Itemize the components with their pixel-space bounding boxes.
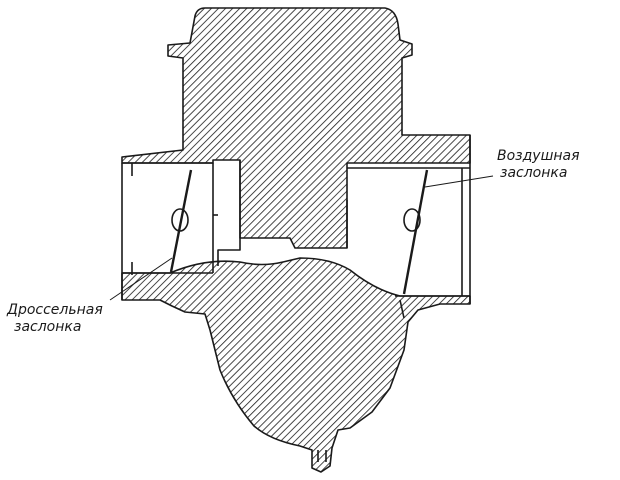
venturi-left-wall [217, 160, 241, 266]
upper-body [121, 7, 471, 249]
air-damper-plate [402, 169, 429, 295]
lower-body-ledge [399, 299, 405, 319]
air-damper-label-line2: заслонка [500, 165, 568, 181]
throttle-valve-label-line2: заслонка [14, 319, 82, 335]
air-damper-leader-line [424, 175, 494, 188]
lower-body [121, 257, 471, 473]
throttle-plate [169, 169, 193, 273]
throttle-valve-label-line1: Дроссельная [7, 302, 103, 318]
air-damper-label-line1: Воздушная [497, 148, 580, 164]
air-damper-label: Воздушная заслонка [497, 148, 580, 182]
fitting-detail [317, 450, 327, 462]
throttle-leader-line [109, 257, 173, 301]
throttle-valve-label: Дроссельная заслонка [7, 302, 103, 336]
